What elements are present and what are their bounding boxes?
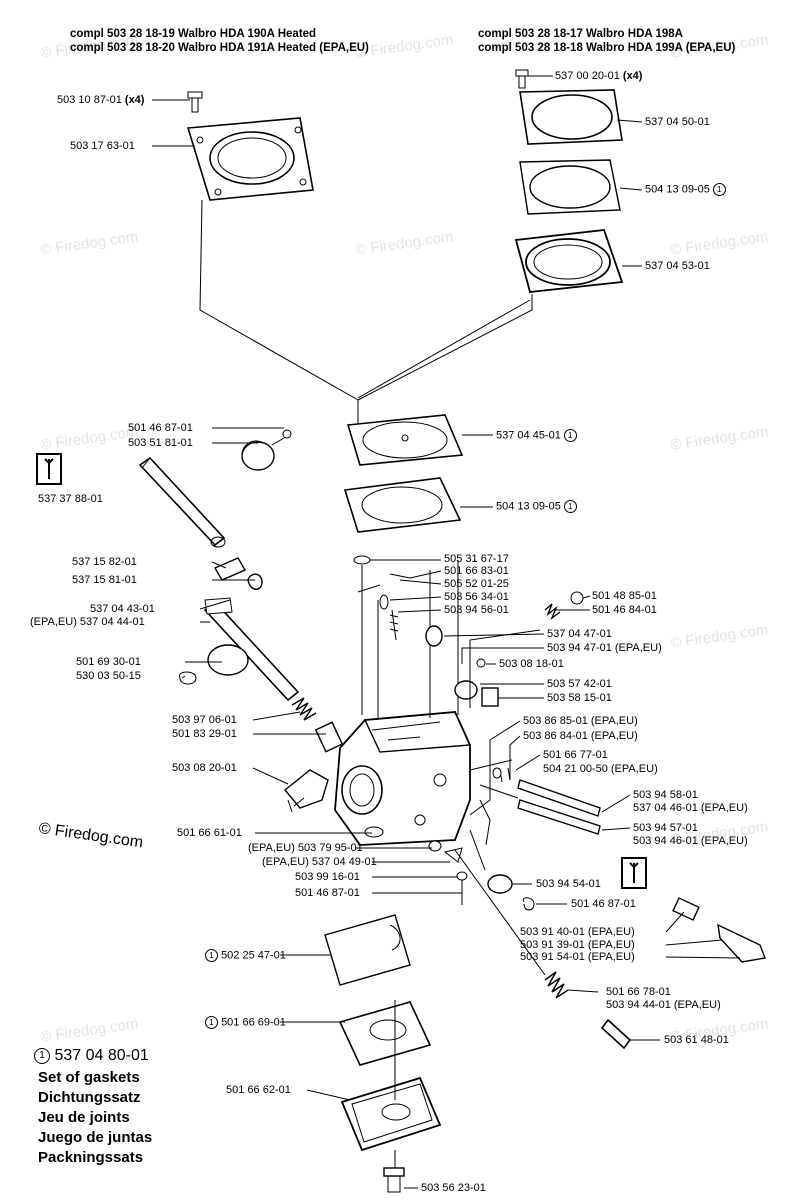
gasket-set-mark: 1 bbox=[205, 949, 218, 962]
part-label: 504 21 00-50 (EPA,EU) bbox=[543, 763, 658, 775]
part-label: 505 31 67-17 bbox=[444, 553, 509, 565]
gasket-set-mark: 1 bbox=[205, 1016, 218, 1029]
part-label: 537 04 50-01 bbox=[645, 116, 710, 128]
part-label: 503 10 87-01 (x4) bbox=[57, 94, 145, 106]
part-label: (EPA,EU) 537 04 44-01 bbox=[30, 616, 145, 628]
header-kit-190a: compl 503 28 18-19 Walbro HDA 190A Heate… bbox=[70, 28, 317, 40]
part-label: 1 501 66 69-01 bbox=[205, 1016, 286, 1029]
gasket-set-mark: 1 bbox=[712, 183, 726, 196]
part-label: 505 52 01-25 bbox=[444, 578, 509, 590]
legend-line-de: Dichtungssatz bbox=[38, 1089, 141, 1106]
part-label: 503 86 85-01 (EPA,EU) bbox=[523, 715, 638, 727]
part-label: (EPA,EU) 503 79 95-01 bbox=[248, 842, 363, 854]
gasket-set-mark: 1 bbox=[563, 429, 577, 442]
header-kit-199a: compl 503 28 18-18 Walbro HDA 199A (EPA,… bbox=[478, 42, 736, 54]
part-label: 501 83 29-01 bbox=[172, 728, 237, 740]
part-label: 537 04 43-01 bbox=[90, 603, 155, 615]
part-label: 537 04 47-01 bbox=[547, 628, 612, 640]
part-label: 503 94 56-01 bbox=[444, 604, 509, 616]
gasket-set-mark: 1 bbox=[563, 500, 577, 513]
part-label: 501 66 77-01 bbox=[543, 749, 608, 761]
part-label: 537 00 20-01 (x4) bbox=[555, 70, 643, 82]
part-label: 503 08 18-01 bbox=[499, 658, 564, 670]
part-label: 503 91 39-01 (EPA,EU) bbox=[520, 939, 635, 951]
part-label: 503 94 46-01 (EPA,EU) bbox=[633, 835, 748, 847]
part-label: 503 08 20-01 bbox=[172, 762, 237, 774]
part-label: 1 502 25 47-01 bbox=[205, 949, 286, 962]
part-label: 503 61 48-01 bbox=[664, 1034, 729, 1046]
part-label: 537 37 88-01 bbox=[38, 493, 103, 505]
legend-line-fr: Jeu de joints bbox=[38, 1109, 130, 1126]
part-label: 537 04 53-01 bbox=[645, 260, 710, 272]
part-label: 501 46 87-01 bbox=[295, 887, 360, 899]
part-label: 501 66 62-01 bbox=[226, 1084, 291, 1096]
part-label: 537 15 82-01 bbox=[72, 556, 137, 568]
part-label: 537 04 46-01 (EPA,EU) bbox=[633, 802, 748, 814]
part-label: 503 99 16-01 bbox=[295, 871, 360, 883]
gasket-set-mark: 1 bbox=[34, 1047, 50, 1064]
part-label: 503 94 44-01 (EPA,EU) bbox=[606, 999, 721, 1011]
part-label: 503 51 81-01 bbox=[128, 437, 193, 449]
part-label: 503 57 42-01 bbox=[547, 678, 612, 690]
gasket-set-number: 1 537 04 80-01 bbox=[34, 1047, 149, 1065]
part-label: 503 17 63-01 bbox=[70, 140, 135, 152]
part-label: 501 46 84-01 bbox=[592, 604, 657, 616]
legend-line-es: Juego de juntas bbox=[38, 1129, 153, 1146]
tool-icon bbox=[36, 453, 62, 485]
part-label: 503 91 40-01 (EPA,EU) bbox=[520, 926, 635, 938]
part-label: 503 58 15-01 bbox=[547, 692, 612, 704]
part-label: 537 04 45-01 1 bbox=[496, 429, 577, 442]
tool-icon bbox=[621, 857, 647, 889]
part-label: 501 66 61-01 bbox=[177, 827, 242, 839]
header-kit-198a: compl 503 28 18-17 Walbro HDA 198A bbox=[478, 28, 683, 40]
part-label: 503 94 58-01 bbox=[633, 789, 698, 801]
part-label: 504 13 09-05 1 bbox=[496, 500, 577, 513]
part-label: 501 66 83-01 bbox=[444, 565, 509, 577]
part-label: 503 56 23-01 bbox=[421, 1182, 486, 1194]
part-label: (EPA,EU) 537 04 49-01 bbox=[262, 856, 377, 868]
part-label: 503 94 47-01 (EPA,EU) bbox=[547, 642, 662, 654]
part-label: 503 97 06-01 bbox=[172, 714, 237, 726]
legend-line-en: Set of gaskets bbox=[38, 1069, 140, 1086]
part-label: 537 15 81-01 bbox=[72, 574, 137, 586]
part-label: 501 66 78-01 bbox=[606, 986, 671, 998]
part-label: 501 46 87-01 bbox=[571, 898, 636, 910]
part-label: 503 86 84-01 (EPA,EU) bbox=[523, 730, 638, 742]
part-label: 504 13 09-05 1 bbox=[645, 183, 726, 196]
legend-line-sv: Packningssats bbox=[38, 1149, 144, 1166]
part-label: 503 94 57-01 bbox=[633, 822, 698, 834]
part-label: 503 91 54-01 (EPA,EU) bbox=[520, 951, 635, 963]
part-label: 503 56 34-01 bbox=[444, 591, 509, 603]
part-label: 501 69 30-01 bbox=[76, 656, 141, 668]
header-kit-191a: compl 503 28 18-20 Walbro HDA 191A Heate… bbox=[70, 42, 369, 54]
part-label: 501 46 87-01 bbox=[128, 422, 193, 434]
part-label: 501 48 85-01 bbox=[592, 590, 657, 602]
part-label: 503 94 54-01 bbox=[536, 878, 601, 890]
part-label: 530 03 50-15 bbox=[76, 670, 141, 682]
